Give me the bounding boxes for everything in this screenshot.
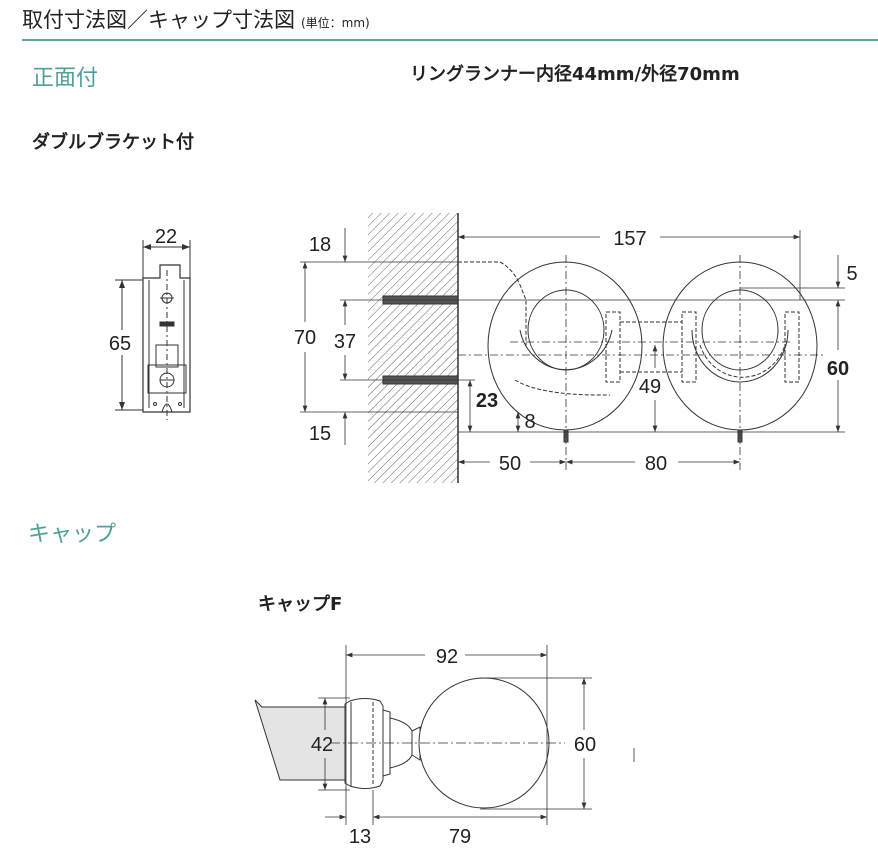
dim-18: 18 xyxy=(309,234,331,256)
ring-runner-spec: リングランナー内径44mm/外径70mm xyxy=(410,64,740,85)
cap-dimension-lines xyxy=(318,645,635,825)
bracket-side-view xyxy=(115,240,191,420)
cap-f-subtitle: キャップF xyxy=(258,594,343,615)
dim-bracket-height: 65 xyxy=(109,333,131,355)
wall-hatch xyxy=(368,213,458,483)
front-dimension-lines xyxy=(300,228,845,470)
title-divider xyxy=(22,39,878,41)
dim-49: 49 xyxy=(639,376,661,398)
section-front-label: 正面付 xyxy=(32,66,99,91)
title-text: 取付寸法図／キャップ寸法図 xyxy=(22,8,295,32)
dim-15: 15 xyxy=(309,423,331,445)
dim-cap-42: 42 xyxy=(311,734,333,756)
dim-80: 80 xyxy=(645,453,667,475)
dim-23: 23 xyxy=(476,390,498,412)
page-title: 取付寸法図／キャップ寸法図 (単位：mm) xyxy=(22,4,370,34)
dim-8: 8 xyxy=(524,411,535,433)
dim-cap-60: 60 xyxy=(574,734,596,756)
dim-70: 70 xyxy=(294,327,316,349)
unit-note: (単位：mm) xyxy=(301,16,370,30)
dim-cap-79: 79 xyxy=(449,826,471,848)
dim-37: 37 xyxy=(334,331,356,353)
dim-157: 157 xyxy=(613,228,646,250)
dim-cap-13: 13 xyxy=(349,826,371,848)
dim-60: 60 xyxy=(827,358,849,380)
dim-bracket-width: 22 xyxy=(155,226,177,248)
section-cap-label: キャップ xyxy=(28,522,117,547)
dim-cap-92: 92 xyxy=(436,646,458,668)
dim-50: 50 xyxy=(499,453,521,475)
cap-f-drawing xyxy=(254,677,565,809)
double-bracket-subtitle: ダブルブラケット付 xyxy=(32,132,194,153)
dim-5: 5 xyxy=(846,263,857,285)
